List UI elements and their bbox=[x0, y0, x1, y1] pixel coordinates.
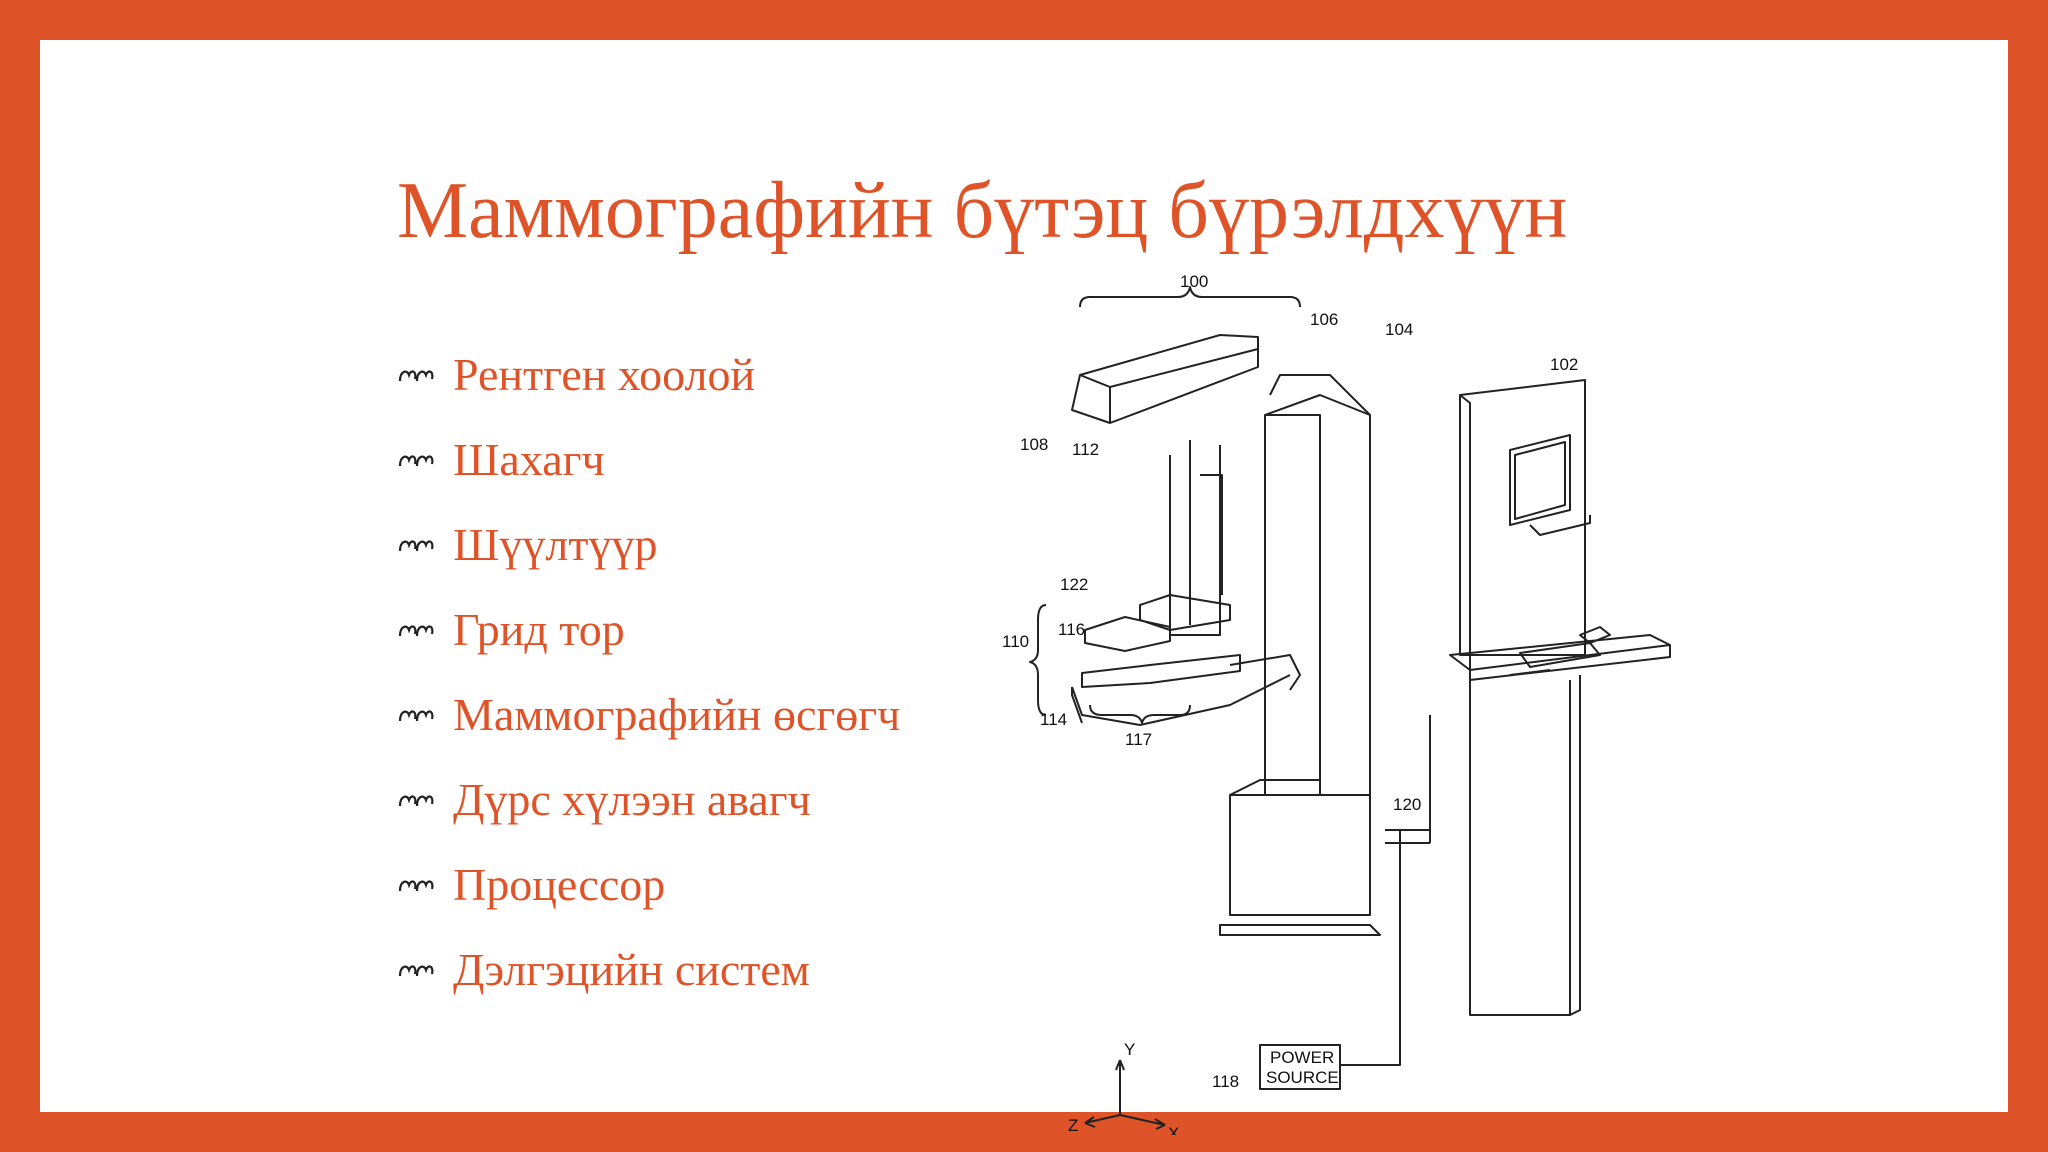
bullet-item: Дэлгэцийн систем bbox=[397, 927, 900, 1012]
bullet-item: Процессор bbox=[397, 842, 900, 927]
bullet-list: Рентген хоолой Шахагч Шүүлтүүр Грид тор … bbox=[397, 332, 900, 1012]
label-122: 122 bbox=[1060, 575, 1088, 594]
slide-title: Маммографийн бүтэц бүрэлдхүүн bbox=[397, 167, 1568, 255]
label-117: 117 bbox=[1125, 730, 1152, 749]
bullet-item: Рентген хоолой bbox=[397, 332, 900, 417]
label-100: 100 bbox=[1180, 275, 1208, 291]
bullet-text: Рентген хоолой bbox=[453, 349, 756, 400]
slide: Маммографийн бүтэц бүрэлдхүүн Рентген хо… bbox=[40, 40, 2008, 1135]
bullet-text: Дэлгэцийн систем bbox=[453, 944, 810, 995]
floral-bullet-icon bbox=[398, 624, 434, 636]
bullet-item: Маммографийн өсгөгч bbox=[397, 672, 900, 757]
power-source-line2: SOURCE bbox=[1266, 1068, 1339, 1087]
label-120: 120 bbox=[1393, 795, 1421, 814]
axis-label-z: Z bbox=[1068, 1116, 1078, 1135]
label-110: 110 bbox=[1002, 632, 1029, 651]
floral-bullet-icon bbox=[398, 794, 434, 806]
floral-bullet-icon bbox=[398, 964, 434, 976]
label-102: 102 bbox=[1550, 355, 1578, 374]
bullet-item: Шахагч bbox=[397, 417, 900, 502]
floral-bullet-icon bbox=[398, 454, 434, 466]
label-104: 104 bbox=[1385, 320, 1413, 339]
floral-bullet-icon bbox=[398, 369, 434, 381]
floral-bullet-icon bbox=[398, 709, 434, 721]
bullet-text: Шахагч bbox=[453, 434, 605, 485]
axis-label-y: Y bbox=[1124, 1040, 1135, 1059]
bullet-text: Маммографийн өсгөгч bbox=[453, 689, 901, 740]
bullet-text: Грид тор bbox=[453, 604, 625, 655]
label-112: 112 bbox=[1072, 440, 1099, 459]
axis-label-x: X bbox=[1168, 1124, 1179, 1135]
label-114: 114 bbox=[1040, 710, 1067, 729]
floral-bullet-icon bbox=[398, 879, 434, 891]
mammography-patent-figure: 100 106 104 102 108 112 122 116 110 114 … bbox=[1002, 275, 1671, 1135]
label-116: 116 bbox=[1058, 620, 1085, 639]
label-106: 106 bbox=[1310, 310, 1338, 329]
label-118: 118 bbox=[1212, 1072, 1239, 1091]
bullet-text: Дүрс хүлээн авагч bbox=[453, 774, 811, 825]
label-108: 108 bbox=[1020, 435, 1048, 454]
floral-bullet-icon bbox=[398, 539, 434, 551]
power-source-line1: POWER bbox=[1270, 1048, 1334, 1067]
bullet-text: Процессор bbox=[453, 859, 666, 910]
bullet-item: Грид тор bbox=[397, 587, 900, 672]
bullet-item: Шүүлтүүр bbox=[397, 502, 900, 587]
bullet-item: Дүрс хүлээн авагч bbox=[397, 757, 900, 842]
bullet-text: Шүүлтүүр bbox=[453, 519, 658, 570]
